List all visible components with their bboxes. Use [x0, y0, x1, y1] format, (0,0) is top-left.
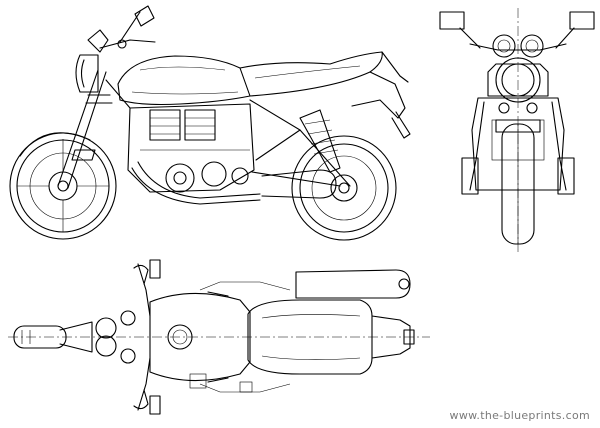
front-body [461, 97, 575, 195]
seat [239, 51, 383, 97]
front-mirrors [439, 11, 595, 49]
top-view [8, 259, 430, 415]
side-view [9, 5, 411, 241]
top-frame [189, 281, 291, 393]
exhaust [131, 161, 337, 205]
front-view [439, 8, 595, 254]
headlight [75, 29, 109, 93]
handlebar-mirror [99, 5, 156, 49]
tail-section [351, 51, 411, 139]
top-handlebars [133, 259, 161, 415]
top-exhaust [295, 269, 415, 359]
fuel-tank [117, 55, 251, 106]
engine [127, 103, 255, 193]
front-handlebars [469, 34, 567, 58]
top-gauges [59, 310, 136, 364]
front-fork [57, 69, 113, 189]
top-front-tire [13, 325, 67, 349]
rear-wheel [291, 135, 397, 241]
front-wheel [9, 132, 117, 240]
watermark: www.the-blueprints.com [449, 409, 590, 422]
frame-swingarm [105, 79, 351, 187]
